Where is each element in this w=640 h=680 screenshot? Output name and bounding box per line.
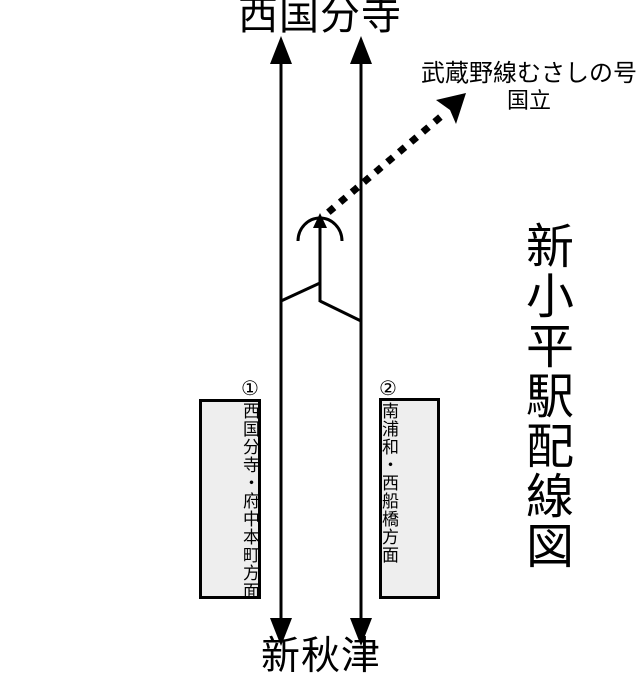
crossover-left-line	[280, 281, 321, 303]
platform-2-destination: 南浦和・西船橋方面	[379, 402, 398, 564]
crossover-right-line	[319, 299, 362, 323]
branch-line-name: 武蔵野線むさしの号	[421, 60, 637, 87]
turnback-arc-icon	[296, 216, 344, 242]
track-2-up-arrow-icon	[350, 36, 372, 64]
turnback-arrow-icon	[313, 213, 327, 228]
branch-arrow-icon	[436, 93, 466, 124]
platform-1-box	[199, 399, 261, 599]
branch-dotted-line	[326, 109, 449, 215]
track-1-down-arrow-icon	[270, 618, 292, 646]
track-2-down-arrow-icon	[350, 618, 372, 646]
track-1-up-arrow-icon	[270, 36, 292, 64]
page-title: 新小平駅配線図	[518, 221, 571, 571]
branch-label: 武蔵野線むさしの号 国立	[421, 60, 637, 113]
platform-1-destination: 西国分寺・府中本町方面	[240, 402, 259, 600]
branch-destination: 国立	[506, 88, 551, 113]
platform-2-number: ②	[379, 378, 397, 400]
platform-2-box	[379, 398, 440, 599]
top-station-label: 西国分寺	[238, 0, 402, 38]
platform-1-number: ①	[241, 378, 259, 400]
bottom-station-label: 新秋津	[260, 635, 382, 678]
